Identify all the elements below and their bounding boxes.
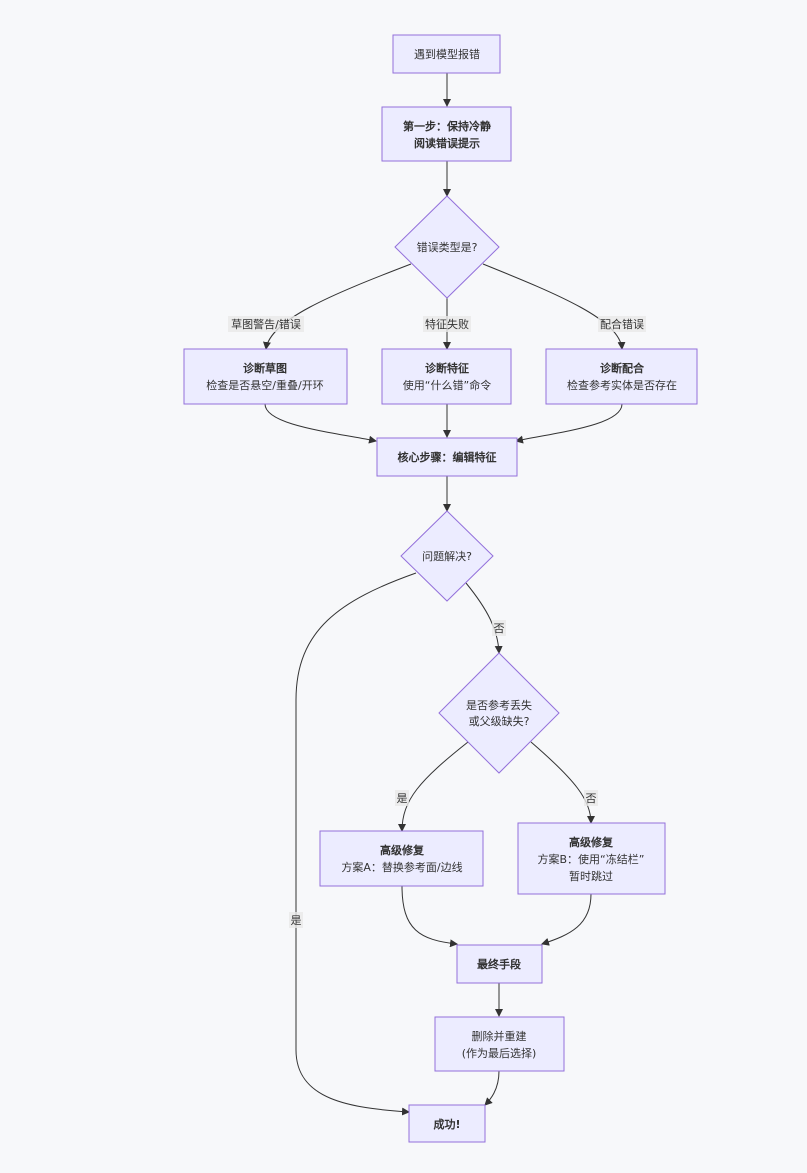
node-fixA-line-2: 方案A：替换参考面/边线: [341, 860, 462, 874]
edge-label-no1: 否: [492, 620, 506, 636]
node-start-line-1: 遇到模型报错: [414, 47, 480, 61]
node-type-decision: 错误类型是?: [394, 195, 500, 299]
node-feature-line-1: 诊断特征: [425, 361, 469, 375]
edge-fixA-last: [401, 885, 458, 948]
node-ref-line-2: 或父级缺失?: [469, 714, 530, 728]
node-step1-line-1: 第一步：保持冷静: [403, 119, 491, 133]
node-rebuild: 删除并重建 (作为最后选择): [434, 1016, 565, 1072]
node-fixB: 高级修复 方案B：使用“冻结栏” 暂时跳过: [517, 822, 666, 895]
node-feature-line-2: 使用“什么错”命令: [403, 378, 491, 392]
edge-fixB-last: [541, 893, 592, 946]
edge-label-yes1-text: 是: [291, 914, 302, 927]
edge-label-feature-text: 特征失败: [425, 317, 469, 331]
node-start: 遇到模型报错: [392, 34, 501, 74]
node-sketch-line-1: 诊断草图: [243, 361, 287, 375]
node-ref-decision: 是否参考丢失 或父级缺失?: [438, 652, 560, 774]
node-sketch: 诊断草图 检查是否悬空/重叠/开环: [183, 348, 348, 405]
node-core: 核心步骤：编辑特征: [376, 437, 518, 477]
edge-labels: 草图警告/错误 特征失败 配合错误 否 是 是 否: [228, 316, 646, 928]
edge-type-sketch: [263, 263, 412, 350]
edge-sketch-core: [264, 403, 377, 444]
edge-label-yes2: 是: [395, 790, 409, 806]
edge-rebuild-success: [484, 1070, 500, 1106]
node-success-line-1: 成功!: [433, 1117, 460, 1131]
node-step1-line-2: 阅读错误提示: [414, 136, 480, 150]
node-rebuild-line-2: (作为最后选择): [462, 1046, 537, 1060]
node-fixA: 高级修复 方案A：替换参考面/边线: [319, 830, 484, 887]
node-last-line-1: 最终手段: [477, 957, 521, 971]
node-fixB-line-3: 暂时跳过: [569, 869, 613, 883]
node-sketch-line-2: 检查是否悬空/重叠/开环: [206, 378, 323, 392]
node-mate-line-2: 检查参考实体是否存在: [567, 378, 677, 392]
edge-label-sketch-text: 草图警告/错误: [231, 317, 301, 331]
node-solved-decision: 问题解决?: [400, 510, 494, 602]
edge-label-yes1: 是: [289, 912, 303, 928]
edge-label-no2-text: 否: [586, 792, 597, 805]
node-ref-line-1: 是否参考丢失: [466, 698, 532, 712]
edge-type-mate: [482, 263, 626, 350]
node-mate-line-1: 诊断配合: [600, 361, 645, 375]
node-mate: 诊断配合 检查参考实体是否存在: [545, 348, 698, 405]
edge-label-yes2-text: 是: [397, 792, 408, 805]
node-core-line-1: 核心步骤：编辑特征: [398, 450, 497, 464]
edges: [263, 73, 626, 1116]
edge-label-no1-text: 否: [494, 622, 505, 635]
node-step1: 第一步：保持冷静 阅读错误提示: [381, 106, 512, 162]
node-rebuild-line-1: 删除并重建: [472, 1029, 527, 1043]
edge-label-no2: 否: [584, 790, 598, 806]
edge-label-mate-text: 配合错误: [600, 317, 644, 331]
edge-ref-fixA: [398, 741, 469, 832]
edge-label-sketch: 草图警告/错误: [228, 316, 304, 332]
node-solved-line-1: 问题解决?: [422, 549, 472, 563]
edge-label-feature: 特征失败: [423, 316, 471, 332]
node-last: 最终手段: [456, 944, 543, 984]
edge-ref-fixB: [530, 741, 595, 824]
edge-solved-ref: [465, 582, 503, 654]
node-type-line-1: 错误类型是?: [417, 240, 478, 254]
edge-solved-success: [295, 572, 417, 1116]
node-fixA-line-1: 高级修复: [380, 843, 425, 857]
edge-mate-core: [515, 403, 623, 444]
node-fixB-line-2: 方案B：使用“冻结栏”: [538, 852, 645, 866]
node-success: 成功!: [408, 1104, 486, 1143]
node-fixB-line-1: 高级修复: [569, 835, 614, 849]
node-feature: 诊断特征 使用“什么错”命令: [381, 348, 512, 405]
edge-label-mate: 配合错误: [598, 316, 646, 332]
